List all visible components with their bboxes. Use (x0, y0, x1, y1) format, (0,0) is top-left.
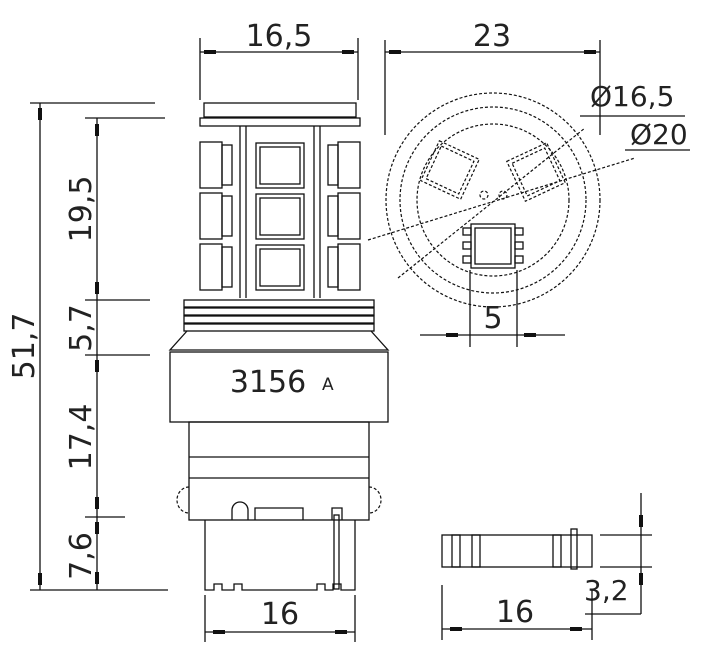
top-width-label: 16,5 (246, 19, 313, 54)
thread-height-label: 5,7 (64, 304, 99, 352)
top-width-dimension: 16,5 (199, 19, 359, 100)
base-width-dimension: 16 (204, 595, 356, 642)
mid-diameter-label: Ø20 (630, 118, 688, 151)
bulb-front-view: 3156 A (168, 102, 390, 591)
inner-diameter-label: Ø16,5 (590, 80, 674, 113)
side-thickness-label: 3,2 (584, 574, 629, 607)
total-height-label: 51,7 (7, 313, 42, 380)
base-width-label: 16 (261, 597, 299, 632)
outer-diameter-label: 23 (473, 19, 511, 54)
led-width-label: 5 (483, 301, 502, 336)
led-chips (199, 141, 361, 291)
terminal-height-label: 7,6 (64, 532, 99, 580)
bulb-top-view: 23 Ø16,5 Ø20 5 (367, 19, 690, 347)
base-height-label: 17,4 (64, 404, 99, 471)
height-dimensions: 51,7 19,5 5,7 17,4 7,6 (7, 102, 168, 591)
part-number-label: 3156 (230, 365, 306, 400)
side-width-label: 16 (496, 595, 534, 630)
led-section-height-label: 19,5 (64, 176, 99, 243)
part-suffix-label: A (322, 375, 334, 395)
terminal-side-view: 3,2 16 (441, 493, 652, 640)
